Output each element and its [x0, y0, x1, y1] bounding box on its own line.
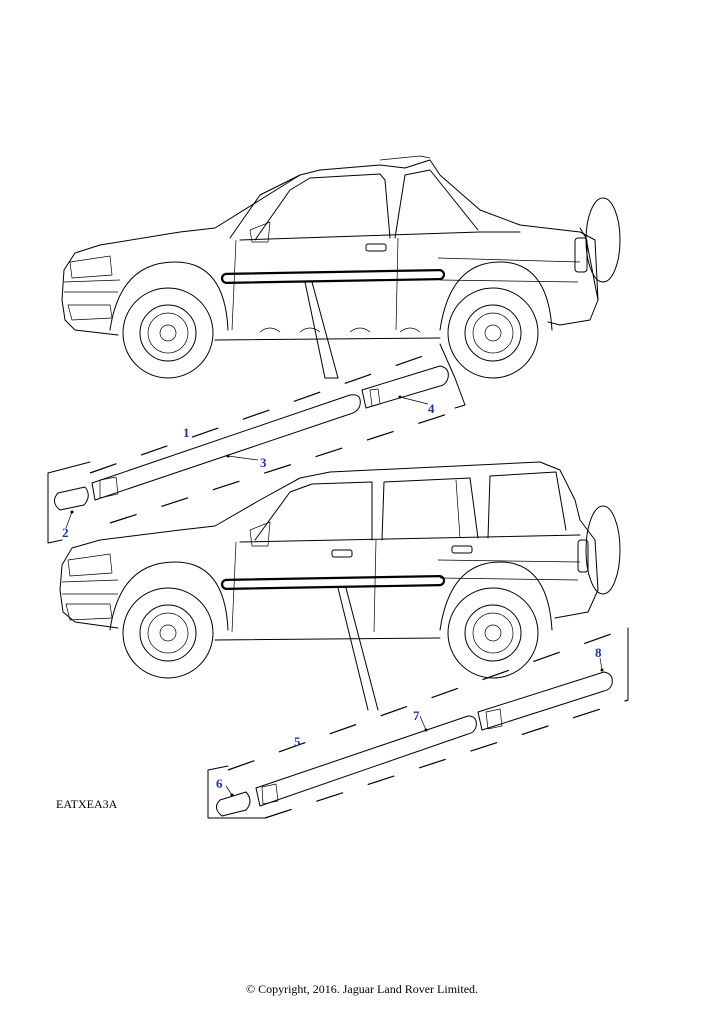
callout-7: 7 [413, 708, 420, 723]
callout-6: 6 [216, 776, 223, 791]
diagram-code: EATXEA3A [56, 797, 118, 811]
callout-2: 2 [62, 525, 69, 540]
vehicle-bottom [59, 461, 621, 711]
callout-1: 1 [183, 425, 190, 440]
top-exploded-parts [47, 343, 466, 544]
bottom-exploded-parts [207, 627, 629, 819]
vehicle-top [61, 155, 621, 379]
callout-8: 8 [595, 645, 602, 660]
callout-4: 4 [428, 401, 435, 416]
callout-3: 3 [260, 455, 267, 470]
callout-5: 5 [294, 734, 301, 749]
copyright-notice: © Copyright, 2016. Jaguar Land Rover Lim… [245, 982, 479, 996]
